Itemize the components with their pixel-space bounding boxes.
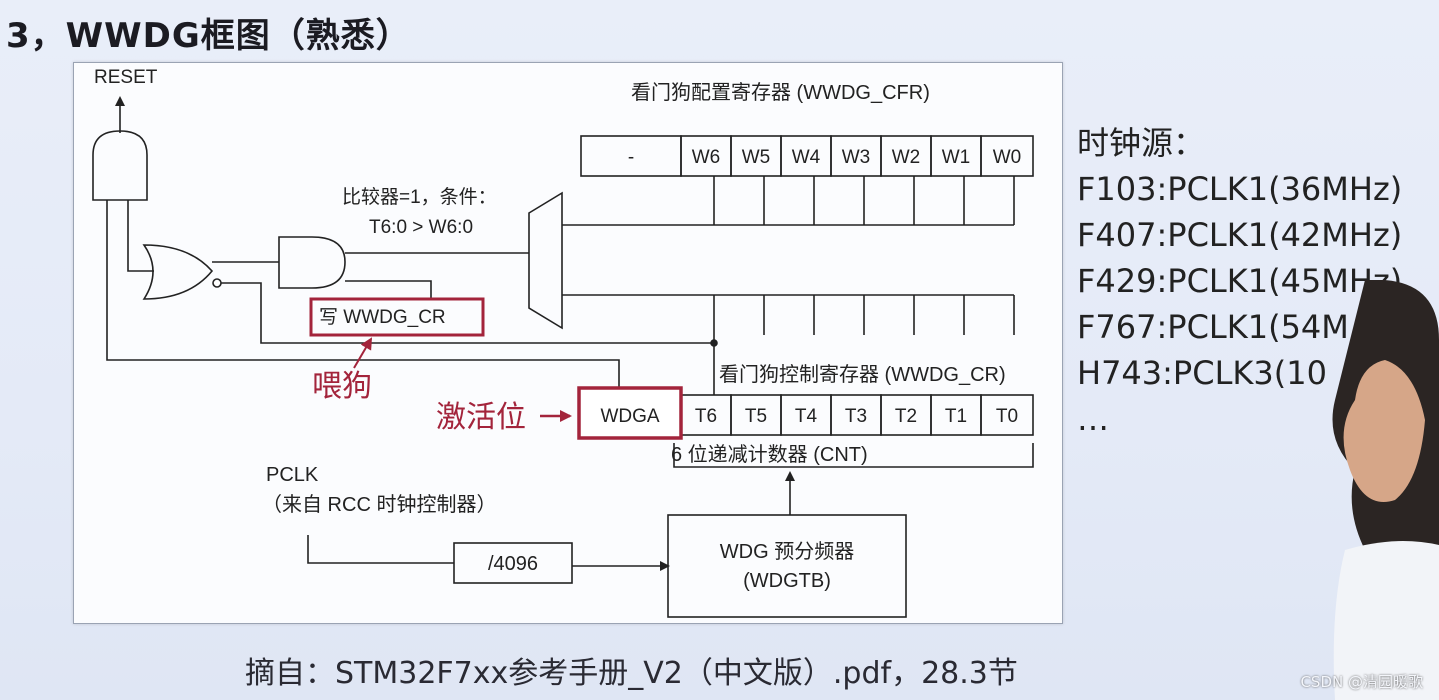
reset-label: RESET (94, 67, 158, 88)
activate-bit-label: 激活位 (436, 401, 526, 434)
cfr-cell-text-6: W1 (942, 147, 971, 168)
pclk-source-label: （来自 RCC 时钟控制器） (262, 493, 496, 516)
cfr-cell-text-0: - (628, 147, 634, 168)
prescaler-label-2: (WDGTB) (743, 570, 831, 592)
diagram-canvas: RESET 看门狗配置寄存器 (WWDG_CFR) 比较器=1，条件： T6:0… (74, 63, 1062, 623)
prescaler-label-1: WDG 预分频器 (720, 540, 854, 563)
cfr-cell-text-3: W4 (792, 147, 821, 168)
compare-and-gate (279, 237, 345, 288)
cr-title: 看门狗控制寄存器 (WWDG_CR) (719, 363, 1006, 386)
comparator (529, 193, 562, 328)
divider-label: /4096 (488, 553, 538, 575)
wdga-to-and-line (107, 200, 619, 391)
cr-cell-text-4: T3 (845, 406, 867, 427)
counter-label: 6 位递减计数器 (CNT) (671, 443, 868, 466)
compare-label-2: T6:0 > W6:0 (369, 217, 473, 238)
or-to-and-line (128, 200, 154, 271)
reset-and-gate (93, 131, 147, 200)
clock-source-item: F103:PCLK1(36MHz) (1077, 166, 1402, 212)
cfr-cell-text-2: W5 (742, 147, 771, 168)
or-gate (144, 245, 212, 299)
cr-cell-text-7: T0 (996, 406, 1018, 427)
cr-cell-text-0: WDGA (600, 406, 659, 427)
cr-cell-text-2: T5 (745, 406, 767, 427)
pclk-label: PCLK (266, 464, 319, 486)
presenter-figure (1325, 280, 1439, 700)
wwdg-block-diagram: RESET 看门狗配置寄存器 (WWDG_CFR) 比较器=1，条件： T6:0… (73, 62, 1063, 624)
feed-dog-label: 喂狗 (312, 370, 372, 403)
cfr-title: 看门狗配置寄存器 (WWDG_CFR) (631, 81, 930, 104)
compare-label-1: 比较器=1，条件： (342, 186, 497, 208)
clock-source-heading: 时钟源： (1077, 120, 1402, 166)
cfr-cell-text-5: W2 (892, 147, 921, 168)
or-inverter-bubble (213, 279, 221, 287)
prescaler-box (668, 515, 906, 617)
junction-dot (711, 340, 717, 346)
write-cr-label: 写 WWDG_CR (319, 307, 446, 328)
clock-source-item: F407:PCLK1(42MHz) (1077, 212, 1402, 258)
source-footnote: 摘自：STM32F7xx参考手册_V2（中文版）.pdf，28.3节 (245, 648, 1018, 692)
cr-cell-text-6: T1 (945, 406, 967, 427)
cfr-cell-text-1: W6 (692, 147, 721, 168)
cfr-cell-text-7: W0 (993, 147, 1022, 168)
csdn-watermark: CSDN @清园暖歌 (1300, 671, 1423, 692)
cr-cell-text-1: T6 (695, 406, 717, 427)
cr-cell-text-5: T2 (895, 406, 917, 427)
cfr-cell-text-4: W3 (842, 147, 871, 168)
slide-title: 3，WWDG框图（熟悉） (6, 8, 411, 57)
cr-cell-text-3: T4 (795, 406, 818, 427)
